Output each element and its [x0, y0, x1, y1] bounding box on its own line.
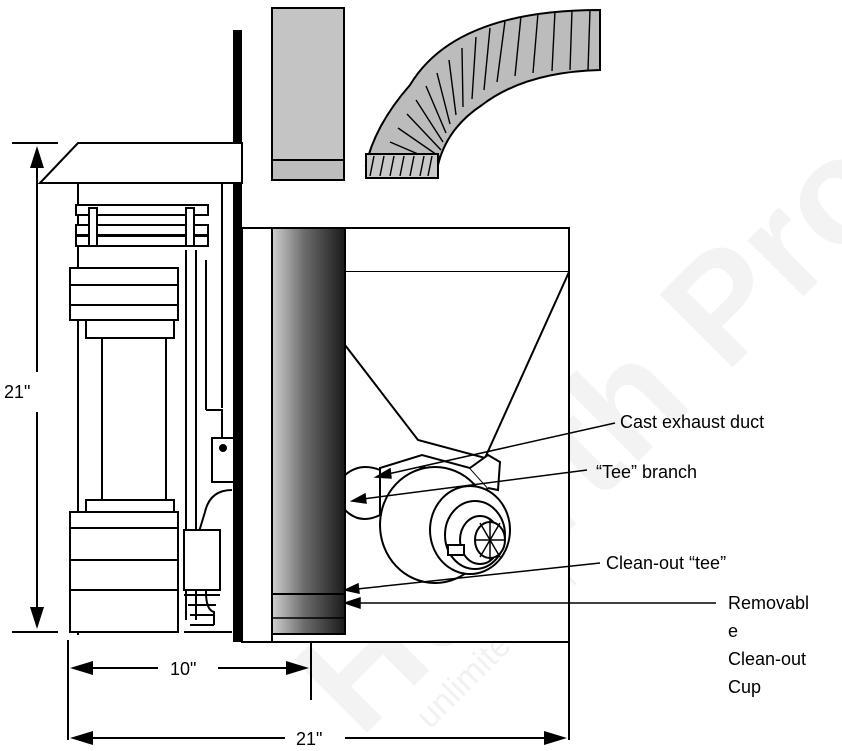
tee-branch-label: “Tee” branch [596, 462, 697, 482]
clean-out-tee-label: Clean-out “tee” [606, 553, 726, 573]
partial-width-dimension [67, 640, 312, 700]
callout-leaders [342, 422, 716, 610]
flexible-duct [364, 8, 601, 179]
flue-pipe [271, 7, 345, 181]
removable-cup-line-1: Removabl [728, 593, 809, 613]
exhaust-pipe [271, 227, 346, 635]
total-width-dimension-label: 21" [296, 729, 322, 749]
wall-panel [233, 30, 242, 642]
removable-cup-line-2: e [728, 621, 738, 641]
removable-cup-line-3: Clean-out [728, 649, 806, 669]
removable-cup-line-4: Cup [728, 677, 761, 697]
removable-cup-label: Removabl e Clean-out Cup [728, 593, 809, 697]
height-dimension-label: 21" [4, 382, 30, 402]
total-width-dimension [67, 642, 570, 745]
cast-exhaust-duct-label: Cast exhaust duct [620, 412, 764, 432]
height-dimension [12, 142, 58, 633]
stove [37, 142, 243, 635]
partial-width-dimension-label: 10" [170, 659, 196, 679]
